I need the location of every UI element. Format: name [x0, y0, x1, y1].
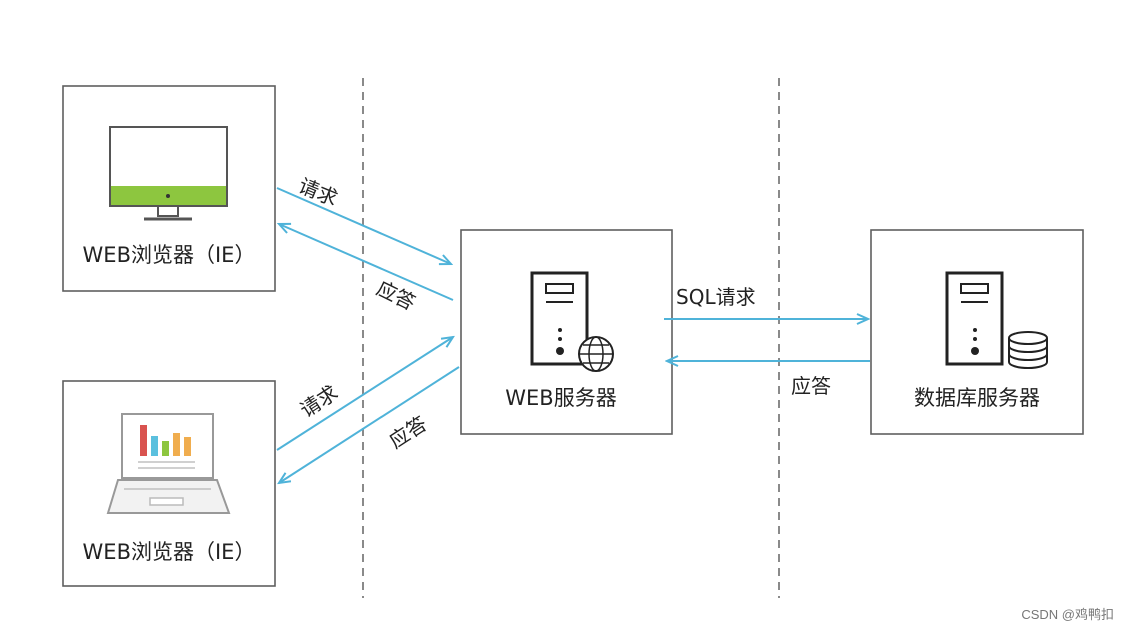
arrow-desktop-request: [276, 187, 451, 264]
watermark: CSDN @鸡鸭扣: [1021, 607, 1114, 622]
laptop-chart-icon: [106, 413, 231, 514]
label-laptop-request: 请求: [296, 380, 343, 422]
server-database-icon: [945, 271, 1048, 369]
arrow-laptop-response: [279, 366, 460, 483]
browser-laptop-label: WEB浏览器（IE）: [83, 540, 256, 564]
desktop-monitor-icon: [109, 126, 228, 221]
web-server-label: WEB服务器: [505, 386, 616, 410]
db-server-label: 数据库服务器: [914, 386, 1040, 410]
browser-desktop-label: WEB浏览器（IE）: [83, 243, 256, 267]
label-sql-request: SQL请求: [676, 285, 756, 309]
db-server-node: 数据库服务器: [870, 229, 1084, 435]
server-globe-icon: [530, 271, 614, 372]
arrow-laptop-request: [276, 337, 453, 451]
arrow-desktop-response: [279, 224, 454, 301]
label-db-response: 应答: [791, 374, 831, 398]
browser-laptop-node: WEB浏览器（IE）: [62, 380, 276, 587]
browser-desktop-node: WEB浏览器（IE）: [62, 85, 276, 292]
label-laptop-response: 应答: [385, 411, 432, 453]
web-server-node: WEB服务器: [460, 229, 673, 435]
